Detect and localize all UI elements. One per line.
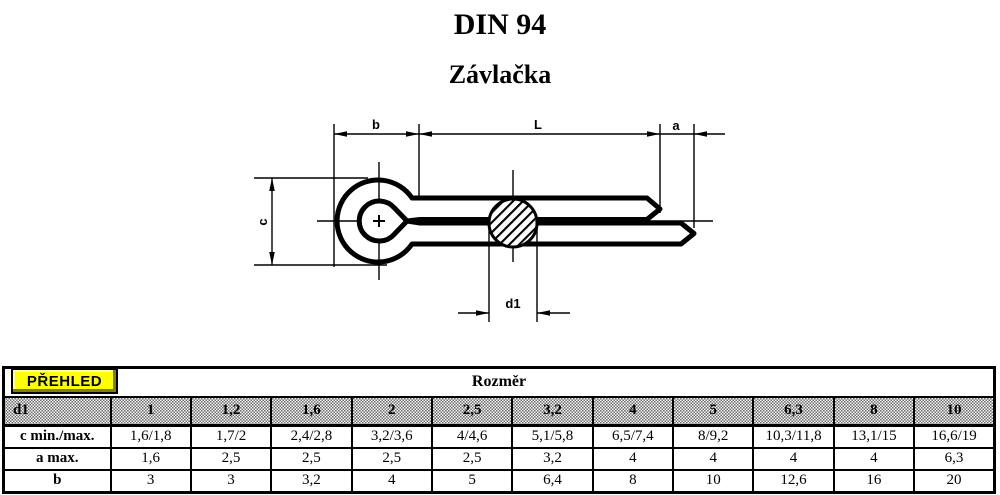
column-header: 10 bbox=[913, 396, 996, 427]
table-cell: 3 bbox=[189, 469, 273, 494]
cross-section-circle bbox=[487, 197, 539, 249]
table-cell: 3 bbox=[109, 469, 192, 494]
table-cell: 2,4/2,8 bbox=[270, 424, 353, 449]
table-cell: 2,5 bbox=[270, 447, 353, 471]
table-cell: 13,1/15 bbox=[832, 424, 916, 449]
dimension-table: Rozměr d1 1 1,2 1,6 2 2,5 3,2 4 5 6,3 8 … bbox=[2, 366, 996, 494]
column-header: 2 bbox=[350, 396, 433, 427]
pin-outline bbox=[334, 177, 697, 265]
dim-label-c: c bbox=[255, 218, 270, 225]
eye-center-cross bbox=[373, 215, 385, 227]
dimension-arrows bbox=[269, 131, 707, 316]
table-cell: 16,6/19 bbox=[913, 424, 996, 449]
table-row: a max. 1,6 2,5 2,5 2,5 2,5 3,2 4 4 4 4 6… bbox=[2, 447, 996, 471]
dim-label-b: b bbox=[372, 117, 380, 132]
table-cell: 4 bbox=[350, 469, 433, 494]
table-cell: 20 bbox=[913, 469, 996, 494]
page-subtitle: Závlačka bbox=[448, 60, 552, 89]
table-cell: 4 bbox=[752, 447, 835, 471]
table-cell: 4/4,6 bbox=[430, 424, 514, 449]
column-header: 1 bbox=[109, 396, 192, 427]
table-cell: 2,5 bbox=[430, 447, 514, 471]
column-header: 6,3 bbox=[752, 396, 835, 427]
table-cell: 4 bbox=[591, 447, 675, 471]
table-cell: 6,5/7,4 bbox=[591, 424, 675, 449]
table-cell: 5,1/5,8 bbox=[511, 424, 594, 449]
row-label: b bbox=[2, 469, 112, 494]
table-cell: 8 bbox=[591, 469, 675, 494]
table-cell: 10,3/11,8 bbox=[752, 424, 835, 449]
column-header: 1,6 bbox=[270, 396, 353, 427]
table-title-cell: Rozměr bbox=[2, 366, 996, 398]
table-cell: 1,7/2 bbox=[189, 424, 273, 449]
table-cell: 4 bbox=[832, 447, 916, 471]
column-header: 3,2 bbox=[511, 396, 594, 427]
column-header: 5 bbox=[672, 396, 755, 427]
table-cell: 6,4 bbox=[511, 469, 594, 494]
column-header: 8 bbox=[832, 396, 916, 427]
table-cell: 3,2 bbox=[270, 469, 353, 494]
table-row: b 3 3 3,2 4 5 6,4 8 10 12,6 16 20 bbox=[2, 469, 996, 494]
table-cell: 2,5 bbox=[350, 447, 433, 471]
dim-label-d1: d1 bbox=[505, 296, 520, 311]
table-cell: 1,6 bbox=[109, 447, 192, 471]
table-cell: 3,2/3,6 bbox=[350, 424, 433, 449]
table-cell: 8/9,2 bbox=[672, 424, 755, 449]
table-cell: 6,3 bbox=[913, 447, 996, 471]
row-label: c min./max. bbox=[2, 424, 112, 449]
table-title-row: Rozměr bbox=[2, 366, 996, 398]
table-cell: 10 bbox=[672, 469, 755, 494]
technical-drawing: b L a c d1 bbox=[254, 117, 725, 322]
column-header: 2,5 bbox=[430, 396, 514, 427]
table-cell: 1,6/1,8 bbox=[109, 424, 192, 449]
prehled-button[interactable]: PŘEHLED bbox=[11, 368, 118, 394]
column-header: d1 bbox=[2, 396, 112, 427]
table-row: c min./max. 1,6/1,8 1,7/2 2,4/2,8 3,2/3,… bbox=[2, 424, 996, 449]
dimension-lines bbox=[254, 124, 725, 322]
page-title: DIN 94 bbox=[453, 8, 547, 41]
column-header: 4 bbox=[591, 396, 675, 427]
table-cell: 3,2 bbox=[511, 447, 594, 471]
table-header-row: d1 1 1,2 1,6 2 2,5 3,2 4 5 6,3 8 10 bbox=[2, 396, 996, 427]
table-cell: 5 bbox=[430, 469, 514, 494]
table-cell: 4 bbox=[672, 447, 755, 471]
row-label: a max. bbox=[2, 447, 112, 471]
column-header: 1,2 bbox=[189, 396, 273, 427]
table-cell: 2,5 bbox=[189, 447, 273, 471]
dim-label-a: a bbox=[672, 118, 680, 133]
table-cell: 12,6 bbox=[752, 469, 835, 494]
table-title: Rozměr bbox=[471, 373, 527, 391]
table-cell: 16 bbox=[832, 469, 916, 494]
dim-label-L: L bbox=[534, 117, 542, 132]
